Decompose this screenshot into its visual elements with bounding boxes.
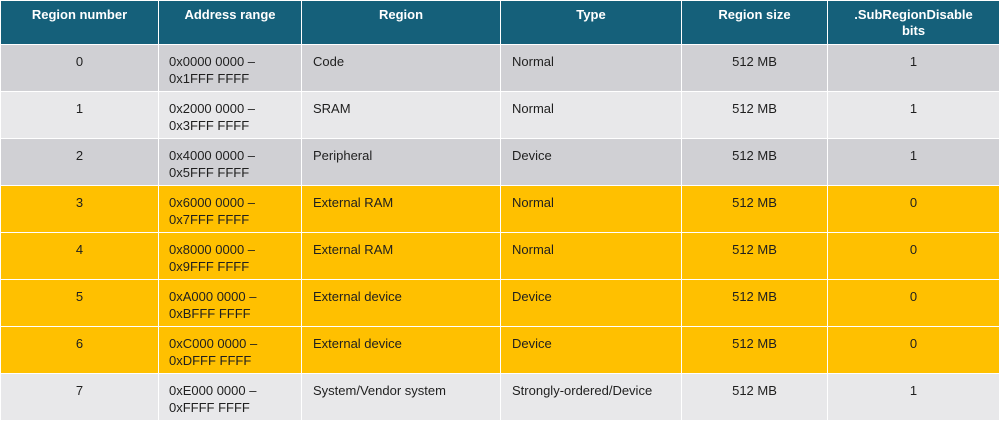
- cell-address-range: 0x2000 0000 –0x3FFF FFFF: [159, 92, 302, 139]
- cell-subregion-disable-bits: 1: [828, 139, 999, 186]
- cell-type: Strongly-ordered/Device: [501, 374, 682, 421]
- header-type: Type: [501, 1, 682, 45]
- cell-region: External RAM: [302, 233, 501, 280]
- cell-address-range: 0x0000 0000 –0x1FFF FFFF: [159, 45, 302, 92]
- cell-type: Device: [501, 139, 682, 186]
- cell-type: Normal: [501, 92, 682, 139]
- address-start: 0xC000 0000 –: [169, 335, 301, 352]
- cell-region-size: 512 MB: [682, 139, 828, 186]
- cell-type: Normal: [501, 186, 682, 233]
- cell-subregion-disable-bits: 0: [828, 233, 999, 280]
- header-subregion-line1: .SubRegionDisable: [828, 7, 999, 23]
- cell-region-size: 512 MB: [682, 92, 828, 139]
- address-start: 0x6000 0000 –: [169, 194, 301, 211]
- cell-region-number: 3: [1, 186, 159, 233]
- address-end: 0xBFFF FFFF: [169, 305, 301, 322]
- address-end: 0xFFFF FFFF: [169, 399, 301, 416]
- cell-subregion-disable-bits: 1: [828, 45, 999, 92]
- cell-region-number: 5: [1, 280, 159, 327]
- address-start: 0xE000 0000 –: [169, 382, 301, 399]
- cell-region-number: 1: [1, 92, 159, 139]
- header-region: Region: [302, 1, 501, 45]
- cell-region-size: 512 MB: [682, 280, 828, 327]
- cell-type: Normal: [501, 233, 682, 280]
- header-region-size: Region size: [682, 1, 828, 45]
- header-region-number: Region number: [1, 1, 159, 45]
- cell-subregion-disable-bits: 1: [828, 92, 999, 139]
- address-end: 0x1FFF FFFF: [169, 70, 301, 87]
- cell-address-range: 0x4000 0000 –0x5FFF FFFF: [159, 139, 302, 186]
- cell-address-range: 0xC000 0000 –0xDFFF FFFF: [159, 327, 302, 374]
- cell-address-range: 0xE000 0000 –0xFFFF FFFF: [159, 374, 302, 421]
- cell-region-number: 6: [1, 327, 159, 374]
- cell-region-number: 0: [1, 45, 159, 92]
- address-start: 0x2000 0000 –: [169, 100, 301, 117]
- cell-region-size: 512 MB: [682, 186, 828, 233]
- address-end: 0x3FFF FFFF: [169, 117, 301, 134]
- cell-region-size: 512 MB: [682, 45, 828, 92]
- header-subregion-disable-bits: .SubRegionDisable bits: [828, 1, 999, 45]
- cell-subregion-disable-bits: 0: [828, 186, 999, 233]
- cell-address-range: 0xA000 0000 –0xBFFF FFFF: [159, 280, 302, 327]
- cell-region-number: 2: [1, 139, 159, 186]
- header-subregion-line2: bits: [828, 23, 999, 39]
- cell-address-range: 0x8000 0000 –0x9FFF FFFF: [159, 233, 302, 280]
- cell-region: External device: [302, 327, 501, 374]
- cell-type: Device: [501, 280, 682, 327]
- address-start: 0x8000 0000 –: [169, 241, 301, 258]
- cell-region: Peripheral: [302, 139, 501, 186]
- cell-region: External RAM: [302, 186, 501, 233]
- cell-subregion-disable-bits: 1: [828, 374, 999, 421]
- address-start: 0x4000 0000 –: [169, 147, 301, 164]
- cell-type: Device: [501, 327, 682, 374]
- cell-region: Code: [302, 45, 501, 92]
- header-row: Region number Address range Region Type …: [1, 1, 999, 45]
- table-header: Region number Address range Region Type …: [1, 1, 999, 45]
- address-start: 0xA000 0000 –: [169, 288, 301, 305]
- cell-region-size: 512 MB: [682, 374, 828, 421]
- cell-region-number: 7: [1, 374, 159, 421]
- cell-subregion-disable-bits: 0: [828, 280, 999, 327]
- address-end: 0xDFFF FFFF: [169, 352, 301, 369]
- address-end: 0x9FFF FFFF: [169, 258, 301, 275]
- address-start: 0x0000 0000 –: [169, 53, 301, 70]
- header-address-range: Address range: [159, 1, 302, 45]
- cell-region: External device: [302, 280, 501, 327]
- cell-region-size: 512 MB: [682, 233, 828, 280]
- cell-subregion-disable-bits: 0: [828, 327, 999, 374]
- address-end: 0x5FFF FFFF: [169, 164, 301, 181]
- cell-region: System/Vendor system: [302, 374, 501, 421]
- cell-region-size: 512 MB: [682, 327, 828, 374]
- address-end: 0x7FFF FFFF: [169, 211, 301, 228]
- cell-region: SRAM: [302, 92, 501, 139]
- cell-address-range: 0x6000 0000 –0x7FFF FFFF: [159, 186, 302, 233]
- cell-region-number: 4: [1, 233, 159, 280]
- cell-type: Normal: [501, 45, 682, 92]
